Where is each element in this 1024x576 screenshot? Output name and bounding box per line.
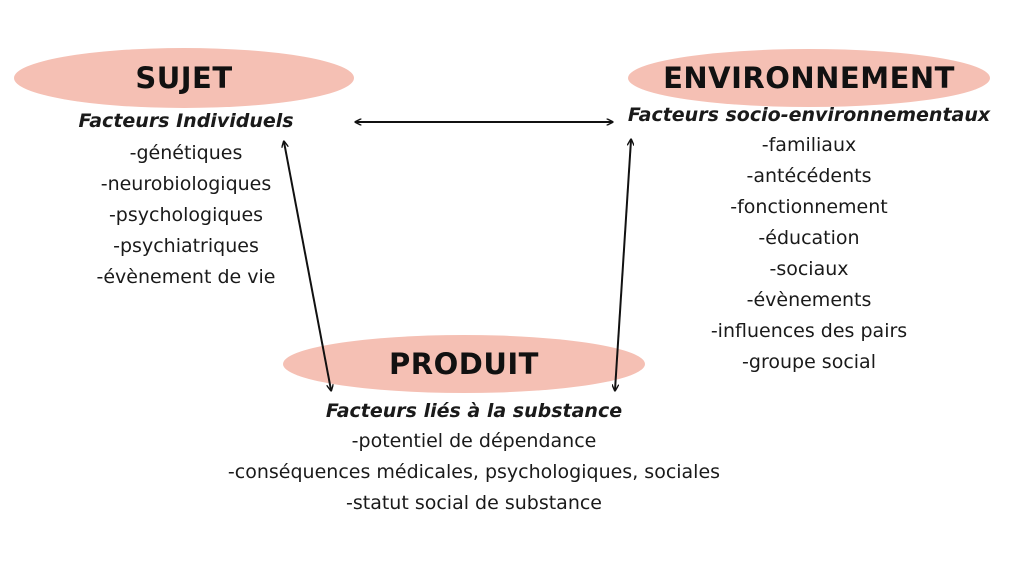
produit-blob: PRODUIT bbox=[283, 335, 645, 393]
sujet-title: SUJET bbox=[135, 61, 233, 95]
environnement-item: -fonctionnement bbox=[730, 196, 888, 218]
produit-item: -potentiel de dépendance bbox=[351, 430, 597, 452]
environnement-heading: Facteurs socio-environnementaux bbox=[627, 104, 991, 126]
produit-item: -conséquences médicales, psychologiques,… bbox=[227, 461, 721, 483]
produit-item: -statut social de substance bbox=[346, 492, 602, 514]
produit-heading: Facteurs liés à la substance bbox=[325, 400, 623, 422]
sujet-item: -évènement de vie bbox=[96, 266, 276, 288]
arrow-environnement-produit bbox=[615, 140, 631, 390]
sujet-factors: Facteurs Individuels -génétiques -neurob… bbox=[36, 108, 336, 293]
environnement-item: -éducation bbox=[758, 227, 860, 249]
environnement-item: -antécédents bbox=[746, 165, 872, 187]
sujet-item: -psychologiques bbox=[108, 204, 264, 226]
environnement-item: -évènements bbox=[746, 289, 872, 311]
sujet-item: -neurobiologiques bbox=[100, 173, 272, 195]
sujet-heading: Facteurs Individuels bbox=[78, 110, 294, 132]
environnement-blob: ENVIRONNEMENT bbox=[628, 49, 990, 107]
produit-factors: Facteurs liés à la substance -potentiel … bbox=[200, 398, 748, 519]
environnement-factors: Facteurs socio-environnementaux -familia… bbox=[626, 102, 992, 378]
environnement-item: -familiaux bbox=[761, 134, 857, 156]
environnement-item: -sociaux bbox=[769, 258, 849, 280]
sujet-item: -psychiatriques bbox=[113, 235, 259, 257]
arrow-sujet-produit bbox=[284, 142, 331, 390]
environnement-title: ENVIRONNEMENT bbox=[663, 61, 955, 95]
sujet-item: -génétiques bbox=[129, 142, 243, 164]
sujet-blob: SUJET bbox=[14, 48, 354, 108]
environnement-item: -groupe social bbox=[742, 351, 876, 373]
environnement-item: -influences des pairs bbox=[710, 320, 908, 342]
produit-title: PRODUIT bbox=[389, 347, 539, 381]
